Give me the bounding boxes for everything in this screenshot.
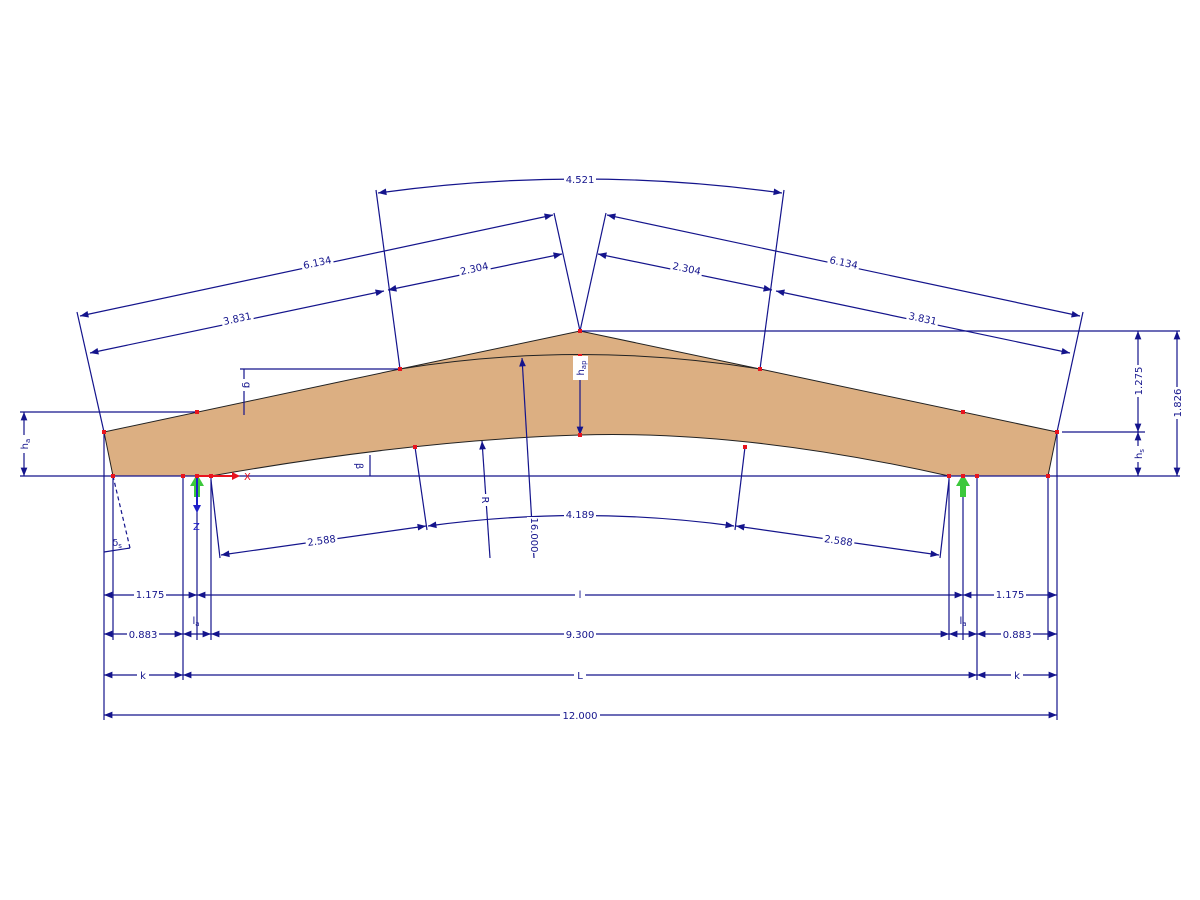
label-hap: hap bbox=[576, 360, 588, 376]
dim-radius-value: 16.000 bbox=[528, 518, 539, 553]
dim-total-length: 12.000 bbox=[563, 711, 598, 722]
dim-top-arc: 4.521 bbox=[566, 175, 595, 186]
x-axis-label: X bbox=[244, 472, 251, 483]
label-delta-s: δs bbox=[112, 538, 122, 550]
dim-row1-mid: l bbox=[579, 590, 582, 601]
dim-row3-right: k bbox=[1014, 671, 1020, 682]
dim-row3-mid: L bbox=[577, 671, 583, 682]
dim-row1-right: 1.175 bbox=[996, 590, 1025, 601]
label-la-right: la bbox=[959, 616, 966, 628]
label-la-left: la bbox=[192, 616, 199, 628]
support-right[interactable] bbox=[956, 474, 970, 497]
dim-row2-left: 0.883 bbox=[129, 630, 158, 641]
dim-bottom-arc: 4.189 bbox=[566, 510, 595, 521]
label-radius: R bbox=[479, 497, 490, 504]
dim-bottom-right: 2.588 bbox=[823, 534, 853, 549]
dim-row2-right: 0.883 bbox=[1003, 630, 1032, 641]
dim-row2-mid: 9.300 bbox=[566, 630, 595, 641]
label-g: g bbox=[241, 382, 252, 388]
dim-right-upper: 1.275 bbox=[1134, 367, 1145, 396]
label-beta: β bbox=[353, 463, 364, 469]
dim-right-total: 1.826 bbox=[1173, 389, 1184, 418]
dim-row1-left: 1.175 bbox=[136, 590, 165, 601]
label-hs: hs bbox=[1134, 449, 1146, 459]
label-ha: ha bbox=[20, 439, 32, 450]
dim-row3-left: k bbox=[140, 671, 146, 682]
nodes bbox=[102, 329, 1059, 478]
z-axis-label: Z bbox=[193, 522, 200, 533]
dim-bottom-left: 2.588 bbox=[307, 534, 337, 549]
